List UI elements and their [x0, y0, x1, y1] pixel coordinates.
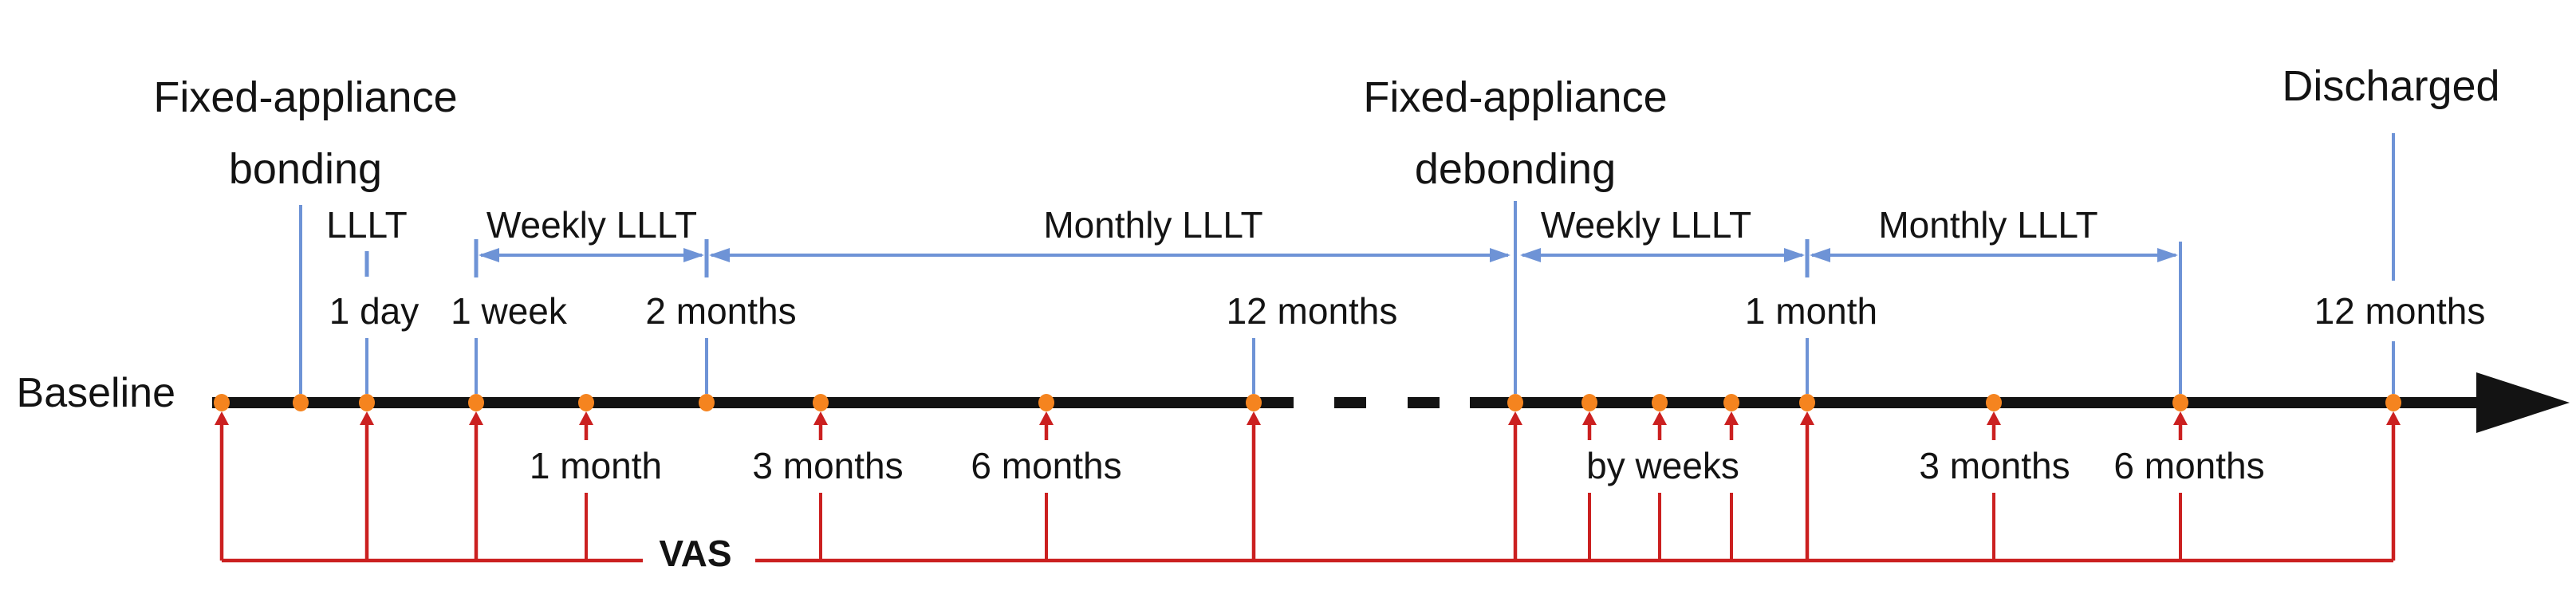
- baseline-label: Baseline: [17, 370, 175, 416]
- red-arrowhead-icon: [2386, 411, 2401, 425]
- milestone-dot: [1986, 394, 2002, 411]
- red-arrowhead-icon: [1508, 411, 1522, 425]
- event-title: debonding: [1415, 145, 1616, 193]
- above-line-label: 1 week: [451, 290, 568, 332]
- milestone-dot: [1799, 394, 1815, 411]
- span-arrowhead-icon: [1520, 248, 1541, 262]
- red-arrowhead-icon: [360, 411, 374, 425]
- below-line-label: 6 months: [971, 445, 1121, 486]
- vas-label: VAS: [659, 533, 731, 574]
- milestone-dot: [699, 394, 715, 411]
- red-arrowhead-icon: [1652, 411, 1667, 425]
- span-arrowhead-icon: [683, 248, 704, 262]
- milestone-dot: [1723, 394, 1739, 411]
- red-arrowhead-icon: [1800, 411, 1814, 425]
- red-arrowhead-icon: [813, 411, 828, 425]
- lllt-label: LLLT: [326, 204, 407, 246]
- span-label: Monthly LLLT: [1043, 204, 1262, 246]
- milestone-dot: [1652, 394, 1668, 411]
- milestone-dot: [293, 394, 309, 411]
- red-arrowhead-icon: [469, 411, 483, 425]
- milestone-dot: [359, 394, 375, 411]
- milestone-dot: [468, 394, 484, 411]
- below-line-label: by weeks: [1586, 445, 1739, 486]
- below-line-label: 3 months: [1919, 445, 2070, 486]
- milestone-dot: [2172, 394, 2188, 411]
- span-label: Weekly LLLT: [1541, 204, 1751, 246]
- milestone-dot: [214, 394, 230, 411]
- span-arrowhead-icon: [709, 248, 730, 262]
- event-title: bonding: [229, 145, 382, 193]
- milestone-dot: [1246, 394, 1262, 411]
- milestone-dot: [2385, 394, 2401, 411]
- red-arrowhead-icon: [1987, 411, 2001, 425]
- above-line-label: 1 month: [1745, 290, 1877, 332]
- above-line-label: 12 months: [1227, 290, 1398, 332]
- red-arrowhead-icon: [1039, 411, 1054, 425]
- event-title: Discharged: [2282, 62, 2499, 110]
- span-arrowhead-icon: [1784, 248, 1805, 262]
- span-arrowhead-icon: [1810, 248, 1830, 262]
- below-line-label: 3 months: [752, 445, 903, 486]
- milestone-dot: [1038, 394, 1054, 411]
- red-arrowhead-icon: [579, 411, 593, 425]
- red-arrowhead-icon: [1582, 411, 1597, 425]
- span-arrowhead-icon: [2157, 248, 2178, 262]
- red-arrowhead-icon: [1724, 411, 1739, 425]
- red-arrowhead-icon: [1247, 411, 1261, 425]
- below-line-label: 1 month: [530, 445, 662, 486]
- milestone-dot: [578, 394, 594, 411]
- event-title: Fixed-appliance: [153, 73, 457, 121]
- above-line-label: 1 day: [329, 290, 419, 332]
- timeline-arrowhead-icon: [2476, 372, 2570, 433]
- milestone-dot: [813, 394, 829, 411]
- span-arrowhead-icon: [1490, 248, 1511, 262]
- event-title: Fixed-appliance: [1363, 73, 1667, 121]
- red-arrowhead-icon: [215, 411, 229, 425]
- span-arrowhead-icon: [479, 248, 499, 262]
- milestone-dot: [1581, 394, 1597, 411]
- red-arrowhead-icon: [2173, 411, 2188, 425]
- below-line-label: 6 months: [2113, 445, 2264, 486]
- milestone-dot: [1507, 394, 1523, 411]
- above-line-label: 2 months: [645, 290, 796, 332]
- span-label: Monthly LLLT: [1878, 204, 2097, 246]
- above-line-label: 12 months: [2314, 290, 2486, 332]
- span-label: Weekly LLLT: [486, 204, 697, 246]
